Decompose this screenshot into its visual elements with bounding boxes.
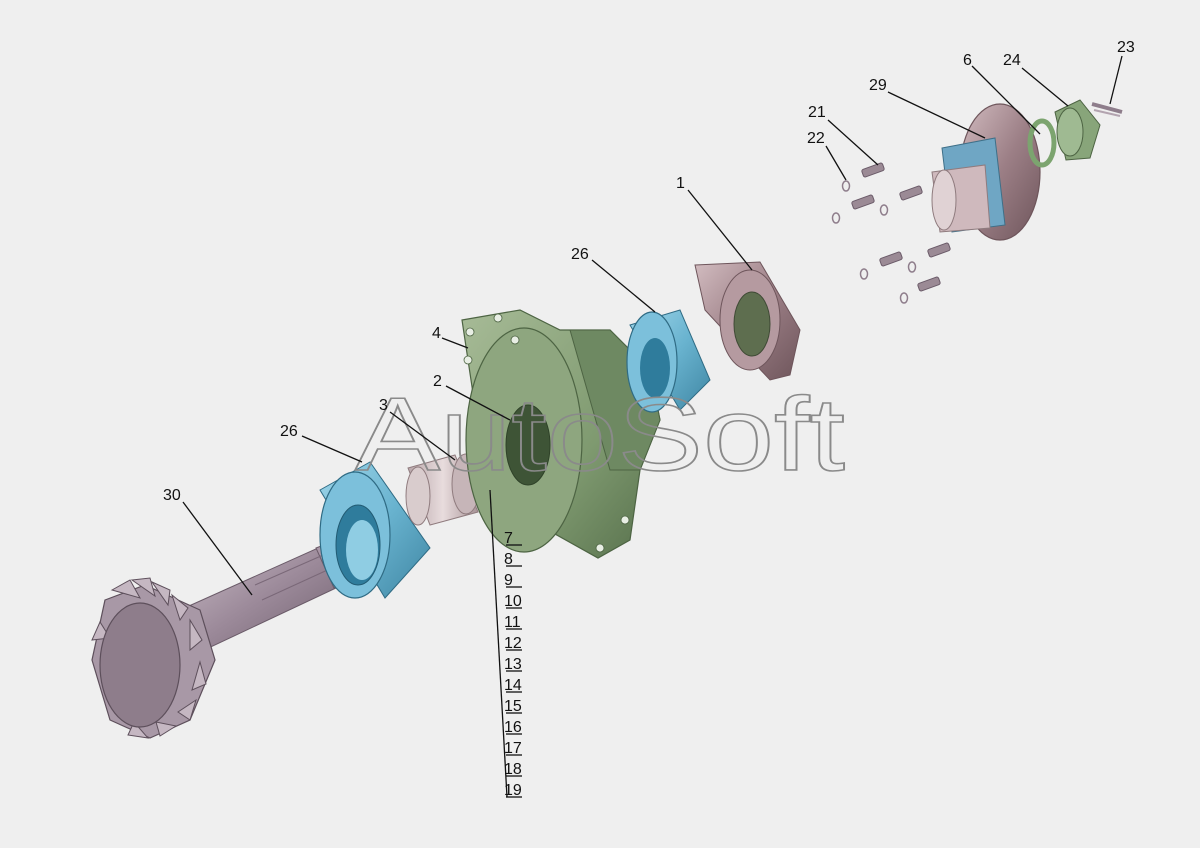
stack-label-16: 16 (504, 719, 522, 736)
callout-30: 30 (163, 487, 181, 504)
callout-22: 22 (807, 130, 825, 147)
callout-labels: 1 2 3 4 6 21 22 23 24 26 26 29 30 (163, 39, 1135, 504)
stack-label-15: 15 (504, 698, 522, 715)
stack-label-9: 9 (504, 572, 513, 589)
stack-label-11: 11 (504, 614, 521, 631)
callout-6: 6 (963, 52, 972, 69)
flange-part (931, 103, 1041, 241)
stack-label-17: 17 (504, 740, 522, 757)
bolts-and-washers (831, 162, 951, 304)
stack-label-19: 19 (504, 782, 522, 799)
stack-ticks (506, 544, 522, 798)
leader-lines (182, 55, 1123, 798)
callout-1: 1 (676, 175, 685, 192)
callout-23: 23 (1117, 39, 1135, 56)
nut-part (1054, 99, 1101, 161)
stack-label-18: 18 (504, 761, 522, 778)
left-bearing-part (319, 461, 431, 599)
stack-label-7: 7 (504, 530, 513, 547)
cover-part (694, 261, 801, 381)
lock-washer-part (1027, 118, 1057, 168)
stack-label-8: 8 (504, 551, 513, 568)
stack-label-10: 10 (504, 593, 522, 610)
stack-label-13: 13 (504, 656, 522, 673)
callout-26-left: 26 (280, 423, 298, 440)
right-bearing-part (626, 309, 711, 413)
watermark-text: AutoSoft (355, 377, 845, 493)
pinion-shaft-part (91, 536, 353, 739)
stack-label-12: 12 (504, 635, 522, 652)
callout-3: 3 (379, 397, 388, 414)
cotter-pin-part (1091, 102, 1123, 117)
callout-24: 24 (1003, 52, 1021, 69)
callout-29: 29 (869, 77, 887, 94)
stack-label-14: 14 (504, 677, 522, 694)
callout-2: 2 (433, 373, 442, 390)
stacked-labels: 7 8 9 10 11 12 13 14 15 16 17 18 19 (504, 530, 522, 799)
callout-21: 21 (808, 104, 826, 121)
callout-26-right: 26 (571, 246, 589, 263)
callout-4: 4 (432, 325, 441, 342)
